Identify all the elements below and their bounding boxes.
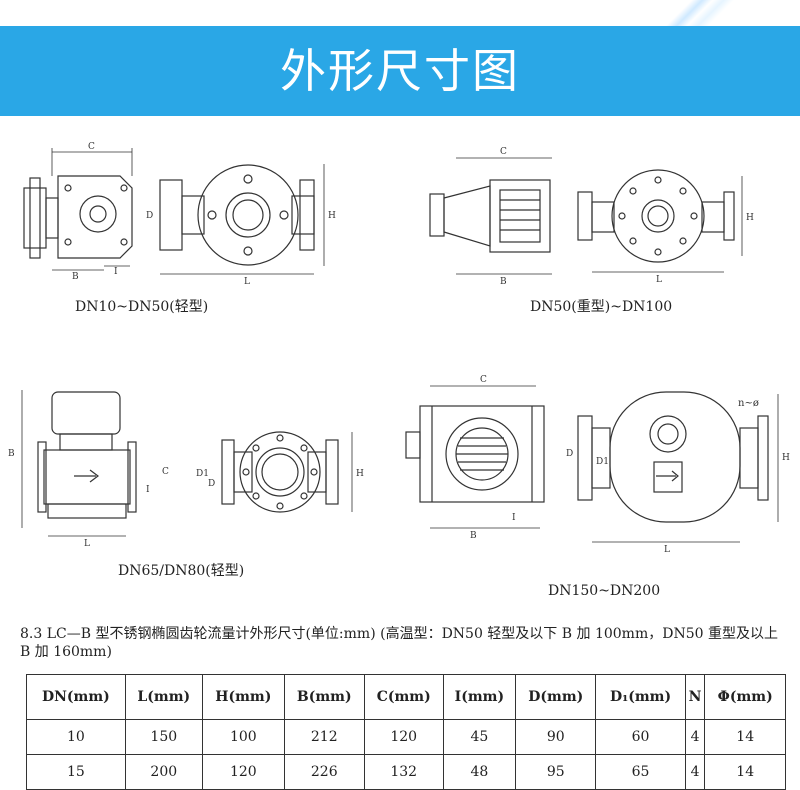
table-cell: 14 xyxy=(704,719,786,755)
dim-l-3: L xyxy=(84,539,90,549)
dim-c-2: C xyxy=(500,147,507,157)
dim-c-4: C xyxy=(480,375,487,385)
dim-d1-4: D1 xyxy=(596,457,609,467)
table-cell: 4 xyxy=(684,719,706,755)
dim-h-4: H xyxy=(782,453,790,463)
dim-i-4: I xyxy=(512,513,516,523)
dim-d-3: D xyxy=(208,479,215,489)
table-cell: 45 xyxy=(442,719,517,755)
table-header-row: DN(mm) L(mm) H(mm) B(mm) C(mm) I(mm) D(m… xyxy=(26,674,786,720)
header-cell: C(mm) xyxy=(363,674,444,720)
table-cell: 120 xyxy=(363,719,444,755)
header-cell: Φ(mm) xyxy=(704,674,786,720)
dim-n-phi-4: n~ø xyxy=(738,398,759,409)
header-cell: D(mm) xyxy=(515,674,597,720)
figure-dn10-dn50-front: L H D xyxy=(146,164,336,287)
header-cell: L(mm) xyxy=(124,674,203,720)
dim-d-4: D xyxy=(566,449,573,459)
header-cell: I(mm) xyxy=(442,674,517,720)
caption-dn65-dn80: DN65/DN80(轻型) xyxy=(118,563,245,579)
header-cell: DN(mm) xyxy=(26,674,126,720)
table-cell: 10 xyxy=(26,719,126,755)
dim-i-1: I xyxy=(114,267,118,277)
table-cell: 132 xyxy=(363,754,444,790)
header-cell: H(mm) xyxy=(201,674,285,720)
dim-h-2: H xyxy=(746,213,754,223)
figure-dn150-dn200-front: L H D D1 n~ø xyxy=(566,391,790,555)
dim-b-3: B xyxy=(8,449,15,459)
dim-h-1: H xyxy=(328,211,336,221)
header-cell: N xyxy=(684,674,706,720)
title-banner xyxy=(0,26,800,116)
header-cell: D₁(mm) xyxy=(595,674,686,720)
spec-table: DN(mm) L(mm) H(mm) B(mm) C(mm) I(mm) D(m… xyxy=(26,674,786,790)
dim-c-1: C xyxy=(88,142,95,152)
figure-dn65-dn80-side: B L C I xyxy=(8,390,169,549)
dim-b-1: B xyxy=(72,272,79,282)
table-cell: 90 xyxy=(515,719,597,755)
table-cell: 48 xyxy=(442,754,517,790)
caption-dn10-dn50: DN10~DN50(轻型) xyxy=(75,299,209,315)
dim-b-2: B xyxy=(500,277,507,287)
spec-note: 8.3 LC—B 型不锈钢椭圆齿轮流量计外形尺寸(单位:mm) (高温型：DN5… xyxy=(20,626,778,660)
table-cell: 120 xyxy=(201,754,285,790)
dim-c-3: C xyxy=(162,467,169,477)
dim-l-4: L xyxy=(664,545,670,555)
dim-i-3: I xyxy=(146,485,150,495)
table-cell: 65 xyxy=(595,754,686,790)
dim-b-4: B xyxy=(470,531,477,541)
dim-l-1: L xyxy=(244,277,250,287)
table-cell: 200 xyxy=(124,754,203,790)
table-cell: 14 xyxy=(704,754,786,790)
table-cell: 212 xyxy=(283,719,365,755)
dimension-drawings: C B I L H D C xyxy=(8,142,790,555)
figure-dn150-dn200-side: C B I xyxy=(405,375,545,541)
caption-dn50-dn100: DN50(重型)~DN100 xyxy=(530,299,673,315)
figure-dn65-dn80-front: D1 D H xyxy=(196,431,364,513)
header-cell: B(mm) xyxy=(283,674,365,720)
caption-dn150-dn200: DN150~DN200 xyxy=(548,583,661,599)
dim-d-1: D xyxy=(146,211,153,221)
table-cell: 15 xyxy=(26,754,126,790)
figure-dn50-dn100-front: L H xyxy=(577,169,754,285)
table-row: 10 150 100 212 120 45 90 60 4 14 xyxy=(26,719,786,755)
table-cell: 226 xyxy=(283,754,365,790)
dim-d1-3: D1 xyxy=(196,469,209,479)
table-cell: 4 xyxy=(684,754,706,790)
table-cell: 150 xyxy=(124,719,203,755)
dim-l-2: L xyxy=(656,275,662,285)
page-title: 外形尺寸图 xyxy=(280,44,520,98)
figure-dn10-dn50-side: C B I xyxy=(23,142,133,282)
figure-dn50-dn100-side: C B xyxy=(429,147,552,287)
dim-h-3: H xyxy=(356,469,364,479)
table-cell: 95 xyxy=(515,754,597,790)
table-cell: 60 xyxy=(595,719,686,755)
decorative-stripe xyxy=(660,0,740,26)
table-cell: 100 xyxy=(201,719,285,755)
table-row: 15 200 120 226 132 48 95 65 4 14 xyxy=(26,754,786,790)
